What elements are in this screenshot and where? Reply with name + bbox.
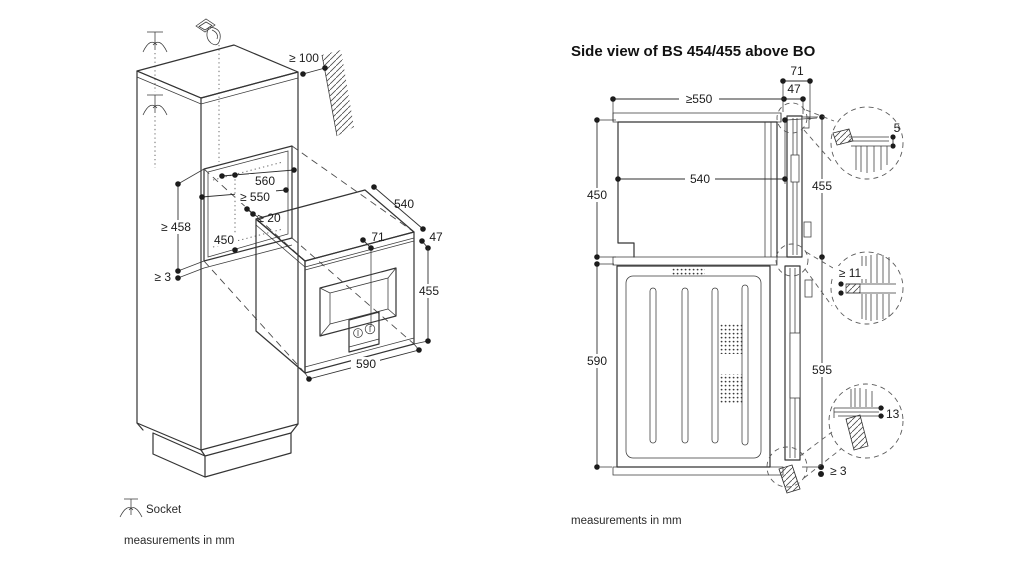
dim-label-min-rear-gap: ≥ 20 <box>257 211 281 225</box>
legend-socket-label: Socket <box>146 504 182 516</box>
knob-left <box>353 328 363 338</box>
detail-circle-bottom: 13 <box>828 383 904 459</box>
bs-display <box>790 154 800 183</box>
right-note: measurements in mm <box>571 515 682 527</box>
dim-oven-depth: 540 <box>371 184 426 232</box>
dim-label-right-min-depth: ≥550 <box>686 92 713 106</box>
dim-label-door-protrusion: 47 <box>429 230 443 244</box>
bs-knob <box>803 221 812 238</box>
reference-circles <box>766 102 842 488</box>
dim-label-right-total-height: 595 <box>812 363 832 377</box>
bo-vent-lower <box>719 374 743 404</box>
dim-label-detail-step: 13 <box>886 407 900 421</box>
dim-min-niche-width: ≥ 550 <box>199 187 289 204</box>
dim-label-detail-top-gap: 5 <box>894 121 901 135</box>
bs-front-assembly <box>777 113 812 258</box>
wall-hatch <box>321 50 354 137</box>
dim-label-right-front-protrusion: 71 <box>790 64 804 78</box>
power-plug-icon <box>195 18 221 162</box>
shelf-front-edge-block <box>778 464 801 494</box>
dim-label-right-niche-height: 450 <box>587 188 607 202</box>
side-view-title: Side view of BS 454/455 above BO <box>571 43 816 60</box>
dim-label-min-niche-height: ≥ 458 <box>161 220 191 234</box>
oven-window <box>319 267 397 337</box>
dim-clearance-top: ≥ 100 <box>289 51 328 77</box>
dim-label-min-niche-width: ≥ 550 <box>240 190 270 204</box>
left-diagram: ≥ 100 560 ≥ 550 ≥ 20 540 <box>119 18 443 547</box>
control-panel <box>348 311 380 353</box>
oven-unit <box>255 189 415 374</box>
bo-door-recess <box>789 332 801 399</box>
socket-legend-icon <box>119 498 143 518</box>
top-shelf <box>612 112 782 123</box>
dim-niche-height: 450 <box>211 172 238 253</box>
dim-door-protrusion: 47 <box>419 230 443 251</box>
bo-vent-upper <box>719 324 743 354</box>
dim-label-front-height: 455 <box>419 284 439 298</box>
upper-niche-interior <box>617 121 778 258</box>
bo-top-vent <box>671 267 705 275</box>
dim-label-niche-height: 450 <box>214 233 234 247</box>
dim-right-min-depth: ≥550 <box>610 91 784 121</box>
detail-circle-middle: ≥ 11 <box>830 251 904 325</box>
detail-circle-top: 5 <box>830 106 904 180</box>
dim-right-bottom-clearance: ≥ 3 <box>818 464 847 478</box>
dim-label-right-front-height: 455 <box>812 179 832 193</box>
dim-label-right-door-protrusion: 47 <box>787 82 801 96</box>
dim-front-height: 455 <box>413 248 441 345</box>
dim-label-oven-depth: 540 <box>394 197 414 211</box>
middle-shelf <box>612 256 778 266</box>
dim-bottom-clearance: ≥ 3 <box>154 270 181 284</box>
projection-lines <box>203 145 415 374</box>
socket-symbol-icon <box>142 31 168 168</box>
dim-label-oven-width: 590 <box>356 357 376 371</box>
dim-right-door-protrusion: 47 <box>781 82 806 114</box>
dim-label-right-bottom-clearance: ≥ 3 <box>830 464 847 478</box>
bottom-shelf <box>612 464 801 494</box>
dim-label-clearance-top: ≥ 100 <box>289 51 319 65</box>
dim-label-right-interior-depth: 540 <box>690 172 710 186</box>
dim-right-interior-depth: 540 <box>615 117 818 186</box>
dim-right-niche-height: 450 <box>583 117 616 260</box>
dim-label-niche-width: 560 <box>255 174 275 188</box>
dim-min-rear-gap: ≥ 20 <box>244 206 281 225</box>
tall-cabinet <box>136 44 299 478</box>
dim-min-niche-height: ≥ 458 <box>156 168 205 279</box>
knob-right <box>364 323 376 335</box>
dim-right-front-height: 455 <box>806 114 837 260</box>
dim-oven-width: 590 <box>304 343 422 382</box>
dim-label-bottom-clearance: ≥ 3 <box>154 270 171 284</box>
bo-knob <box>804 279 813 298</box>
dim-right-front-protrusion: 71 <box>780 64 813 120</box>
side-view-diagram: Side view of BS 454/455 above BO <box>571 43 904 527</box>
dim-right-oven-niche-height: 590 <box>583 261 614 470</box>
dim-niche-width: 560 <box>219 167 297 188</box>
dim-label-detail-min-gap: ≥ 11 <box>839 266 862 280</box>
dim-front-protrusion: 71 <box>360 230 385 327</box>
left-note: measurements in mm <box>124 535 235 547</box>
dim-label-front-protrusion: 71 <box>371 230 385 244</box>
legend-socket: Socket <box>119 498 182 518</box>
bs-top-trim <box>801 116 810 129</box>
bo-oven <box>616 265 813 468</box>
dim-label-right-oven-niche-height: 590 <box>587 354 607 368</box>
